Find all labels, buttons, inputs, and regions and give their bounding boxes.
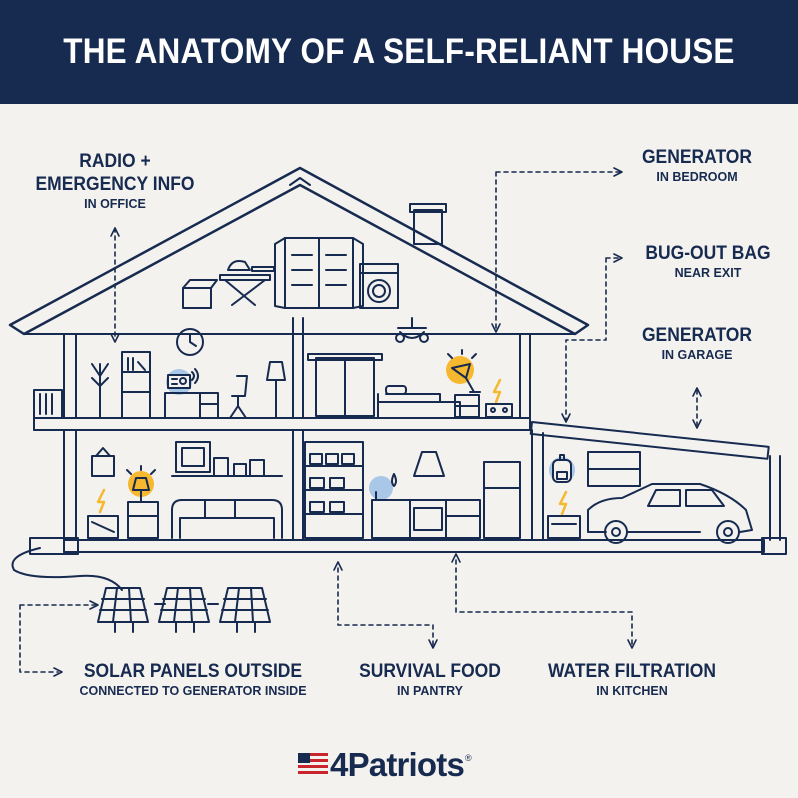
floor-lamp — [266, 361, 286, 419]
callout-solar-title: SOLAR PANELS OUTSIDE — [83, 661, 303, 682]
callout-radio-sub: IN OFFICE — [84, 197, 146, 211]
callout-generator-bedroom-sub: IN BEDROOM — [656, 170, 738, 184]
desk-chair — [229, 375, 248, 419]
callout-bugout-sub: NEAR EXIT — [674, 266, 742, 280]
clock-icon — [176, 328, 204, 356]
callout-solar-sub: CONNECTED TO GENERATOR INSIDE — [79, 684, 307, 698]
callout-generator-bedroom: GENERATOR IN BEDROOM — [622, 146, 772, 186]
pantry — [304, 441, 364, 539]
callout-food: SURVIVAL FOOD IN PANTRY — [340, 660, 520, 700]
bedroom — [307, 317, 513, 419]
office — [91, 328, 286, 419]
callout-generator-garage: GENERATOR IN GARAGE — [622, 324, 772, 364]
solar-panel-icon — [97, 587, 271, 633]
title-banner: THE ANATOMY OF A SELF-RELIANT HOUSE — [0, 0, 798, 104]
house-structure — [29, 317, 787, 555]
lamp-icon — [451, 363, 481, 393]
generator-icon — [485, 403, 513, 418]
callout-bugout-title: BUG-OUT BAG — [645, 243, 771, 264]
page-title: THE ANATOMY OF A SELF-RELIANT HOUSE — [63, 32, 735, 71]
car-icon — [587, 483, 753, 533]
brand-logo: 4 Patriots ® — [298, 745, 472, 785]
bed — [377, 393, 461, 419]
callout-generator-garage-title: GENERATOR — [641, 325, 753, 346]
callout-water-sub: IN KITCHEN — [596, 684, 668, 698]
logo-number: 4 — [330, 746, 348, 783]
callout-water-title: WATER FILTRATION — [548, 661, 716, 682]
garage — [547, 451, 753, 544]
callout-food-title: SURVIVAL FOOD — [359, 661, 501, 682]
kitchen — [369, 451, 521, 539]
callout-arrowheads — [53, 167, 702, 677]
callout-generator-garage-sub: IN GARAGE — [661, 348, 733, 362]
desk — [164, 392, 219, 419]
callout-solar: SOLAR PANELS OUTSIDE CONNECTED TO GENERA… — [58, 660, 328, 700]
callout-generator-bedroom-title: GENERATOR — [641, 147, 753, 168]
callout-food-sub: IN PANTRY — [397, 684, 463, 698]
chimney — [409, 203, 447, 245]
registered-mark: ® — [465, 753, 472, 763]
callout-leaders — [19, 171, 698, 673]
callout-bugout: BUG-OUT BAG NEAR EXIT — [626, 242, 790, 282]
coat-rack — [91, 363, 109, 419]
living-room — [87, 441, 283, 539]
callout-water: WATER FILTRATION IN KITCHEN — [526, 660, 738, 700]
flag-icon — [298, 751, 328, 779]
callout-radio-title-1: RADIO + — [79, 151, 151, 172]
radio-icon — [167, 368, 199, 389]
fridge — [483, 461, 521, 539]
logo-name: Patriots — [347, 746, 465, 783]
callout-radio-title-2: EMERGENCY INFO — [35, 174, 195, 195]
lightning-bolt-icon — [492, 378, 502, 404]
water-drop-icon — [391, 473, 397, 487]
callout-radio: RADIO + EMERGENCY INFO IN OFFICE — [22, 150, 208, 213]
sofa — [171, 499, 283, 539]
lamp-highlight — [446, 356, 474, 384]
roof — [8, 166, 590, 336]
attic-items — [182, 237, 399, 309]
